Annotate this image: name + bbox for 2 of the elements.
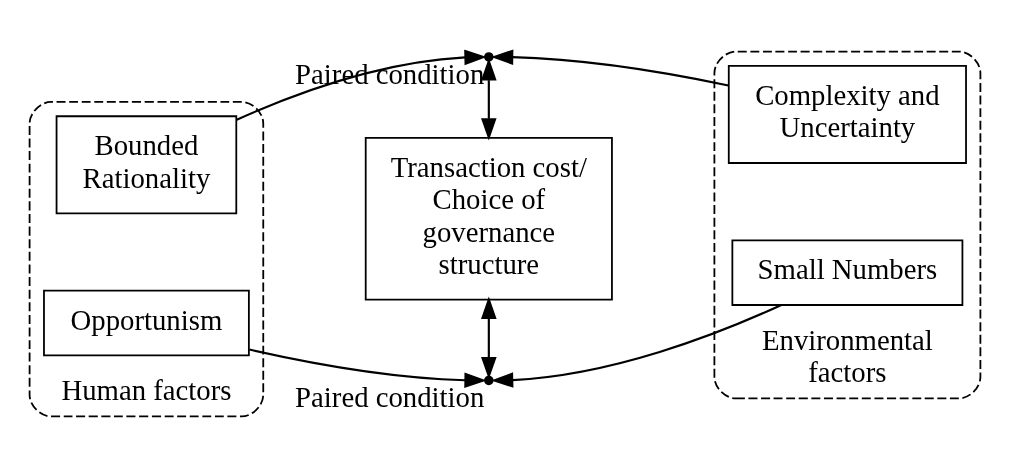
node-label: Paired condition — [295, 57, 485, 90]
node-label: Paired condition — [295, 381, 485, 414]
